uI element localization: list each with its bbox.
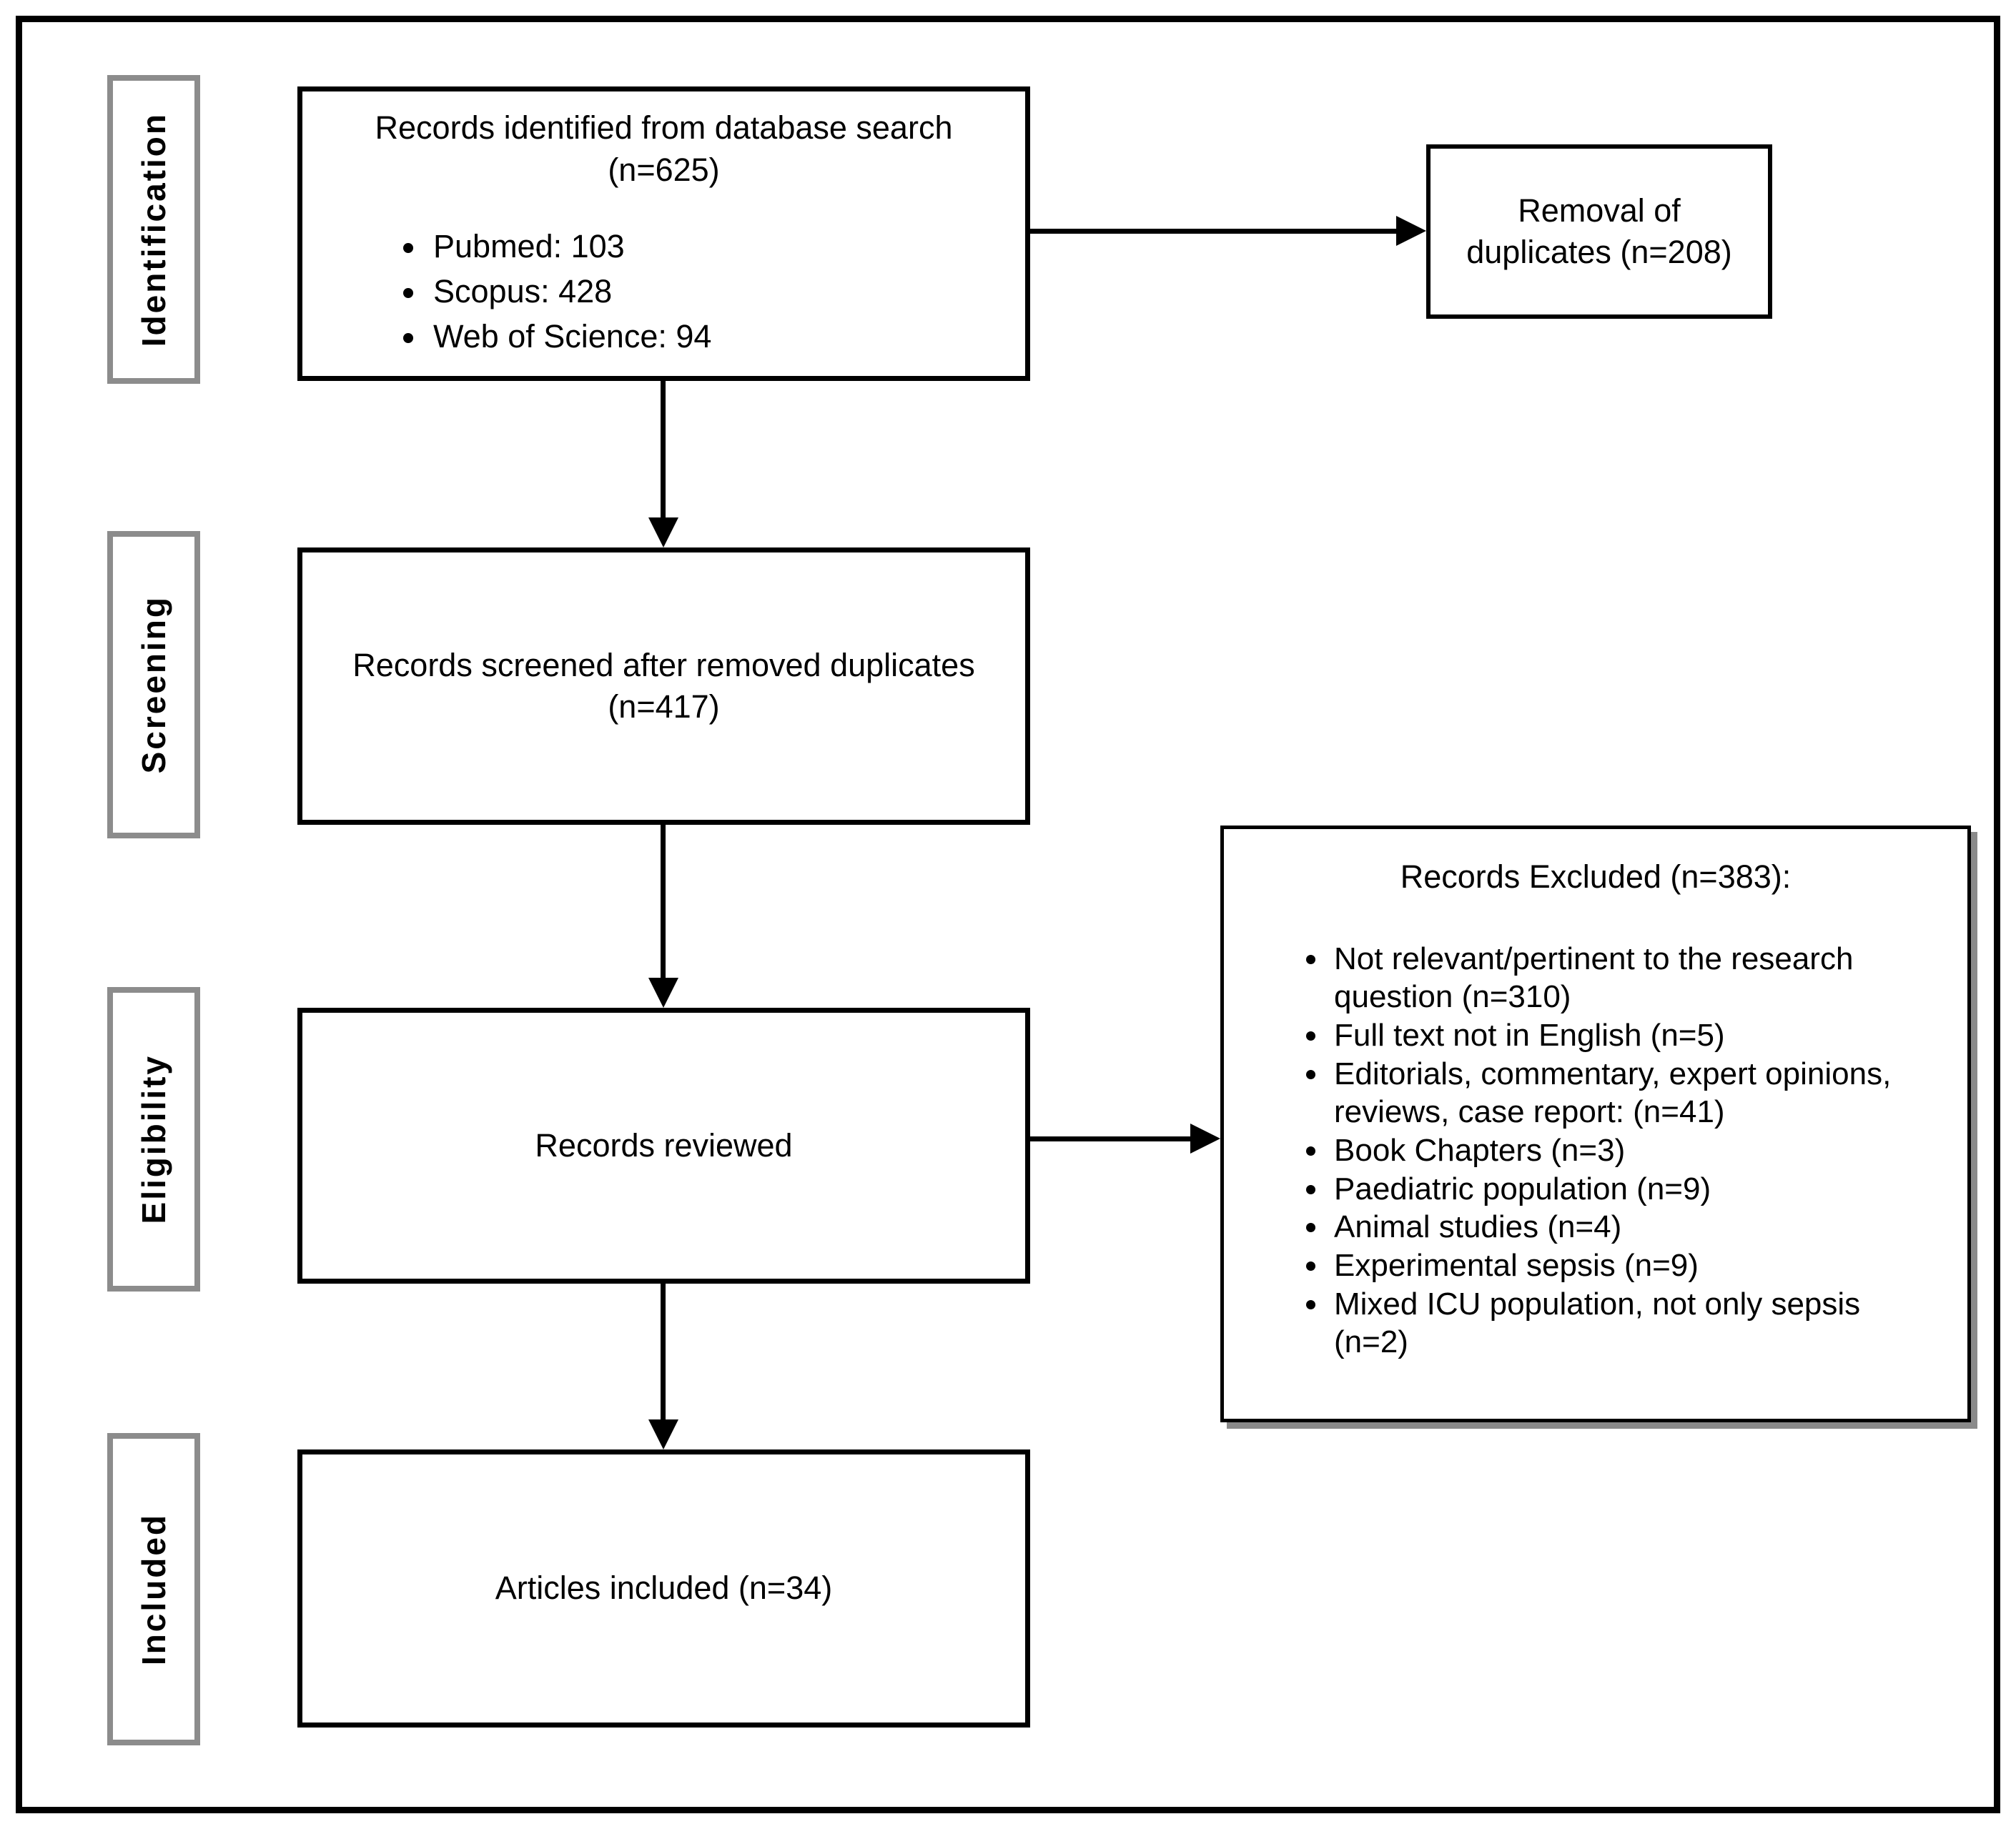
stage-label-identification: Identification [107, 75, 200, 384]
stage-label-eligibility: Eligibility [107, 987, 200, 1292]
records-identified-count: (n=625) [608, 151, 720, 188]
arrow-identified-to-duplicates [1030, 229, 1398, 234]
excluded-reason-item: Animal studies (n=4) [1330, 1208, 1928, 1246]
source-list-item: Scopus: 428 [428, 269, 1025, 314]
arrowhead-identified-to-screened [648, 517, 678, 547]
excluded-reason-item: Mixed ICU population, not only sepsis (n… [1330, 1285, 1928, 1362]
source-list-item: Pubmed: 103 [428, 224, 1025, 269]
stage-label-text: Screening [135, 595, 172, 774]
excluded-reason-item: Paediatric population (n=9) [1330, 1170, 1928, 1209]
records-reviewed-label: Records reviewed [535, 1126, 793, 1164]
stage-label-text: Included [135, 1512, 172, 1666]
arrowhead-screened-to-reviewed [648, 978, 678, 1008]
records-identified-title: Records identified from database search … [302, 107, 1025, 191]
arrow-screened-to-reviewed [661, 825, 666, 979]
stage-label-screening: Screening [107, 531, 200, 838]
records-excluded-title: Records Excluded (n=383): [1400, 858, 1792, 895]
arrow-reviewed-to-included [661, 1284, 666, 1421]
records-excluded-reason-list: Not relevant/pertinent to the research q… [1224, 940, 1967, 1362]
articles-included-label: Articles included (n=34) [495, 1570, 833, 1607]
records-screened-line1: Records screened after removed duplicate… [352, 646, 975, 683]
excluded-reason-item: Editorials, commentary, expert opinions,… [1330, 1055, 1928, 1131]
excluded-reason-item: Full text not in English (n=5) [1330, 1016, 1928, 1055]
records-identified-source-list: Pubmed: 103 Scopus: 428 Web of Science: … [302, 224, 1025, 359]
box-records-excluded: Records Excluded (n=383): Not relevant/p… [1220, 826, 1971, 1422]
arrowhead-reviewed-to-included [648, 1419, 678, 1449]
records-identified-title-line: Records identified from database search [375, 109, 953, 146]
records-screened-count: (n=417) [608, 688, 720, 725]
arrow-identified-to-screened [661, 381, 666, 519]
outer-frame [16, 16, 2000, 1813]
source-list-item: Web of Science: 94 [428, 314, 1025, 359]
arrow-reviewed-to-excluded [1030, 1136, 1192, 1141]
box-removal-of-duplicates: Removal of duplicates (n=208) [1426, 144, 1772, 319]
arrowhead-identified-to-duplicates [1396, 216, 1426, 246]
box-records-reviewed: Records reviewed [297, 1008, 1030, 1284]
excluded-reason-item: Experimental sepsis (n=9) [1330, 1246, 1928, 1285]
stage-label-text: Identification [135, 111, 172, 347]
box-articles-included: Articles included (n=34) [297, 1449, 1030, 1728]
removal-duplicates-line2: duplicates (n=208) [1466, 234, 1732, 270]
stage-label-included: Included [107, 1433, 200, 1745]
arrowhead-reviewed-to-excluded [1190, 1124, 1220, 1154]
box-records-screened: Records screened after removed duplicate… [297, 547, 1030, 825]
excluded-reason-item: Not relevant/pertinent to the research q… [1330, 940, 1928, 1016]
stage-label-text: Eligibility [135, 1054, 172, 1224]
excluded-reason-item: Book Chapters (n=3) [1330, 1131, 1928, 1170]
removal-duplicates-line1: Removal of [1518, 192, 1681, 229]
box-records-identified: Records identified from database search … [297, 86, 1030, 381]
